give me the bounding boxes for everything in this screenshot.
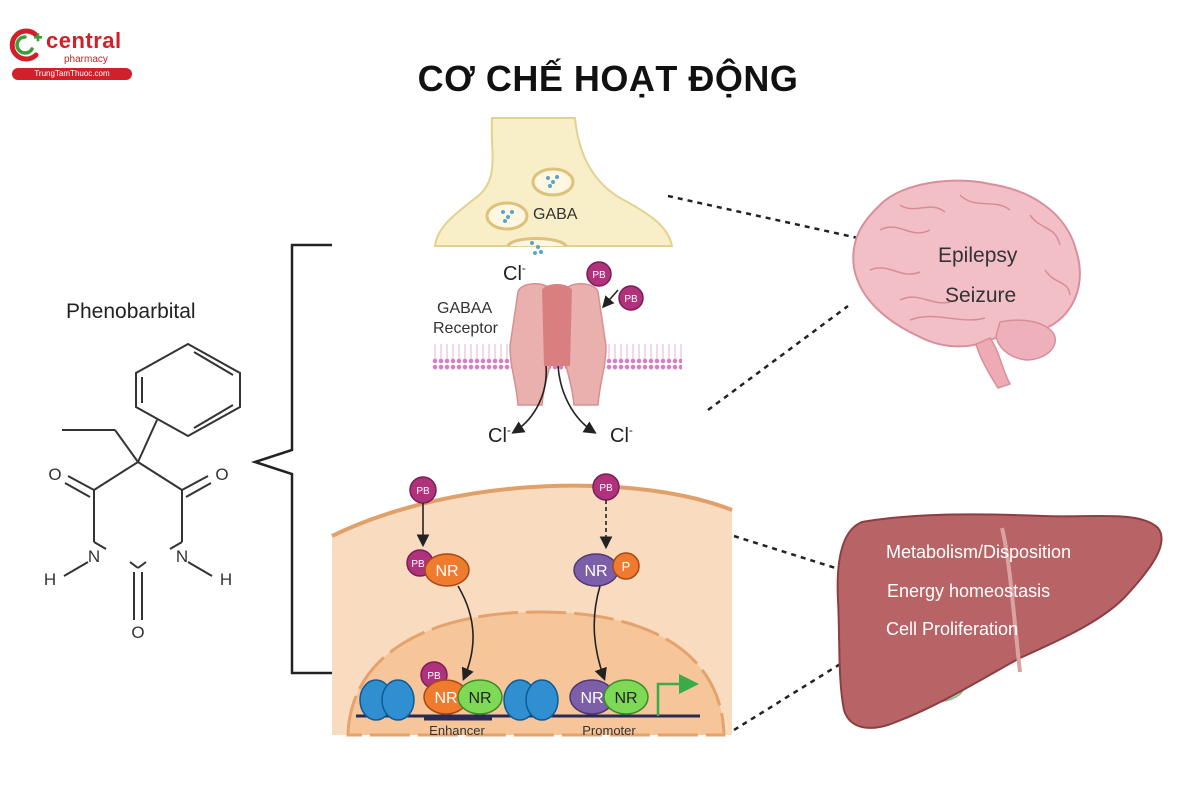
connector-liver-top [733, 534, 849, 574]
phenobarbital-structure [62, 342, 241, 620]
atom-labels: O O O N N H H [44, 465, 232, 642]
atom-o-left: O [48, 465, 61, 484]
logo-url-badge: TrungTamThuoc.com [12, 68, 132, 80]
svg-text:PB: PB [599, 483, 613, 494]
svg-text:PB: PB [411, 559, 425, 570]
logo-mark-icon [9, 28, 42, 62]
connector-brain-top [667, 194, 859, 240]
liver-label-proliferation: Cell Proliferation [886, 619, 1018, 639]
connector-brain-bottom [707, 304, 849, 412]
connector-liver-bottom [733, 656, 851, 732]
svg-text:NR: NR [468, 690, 491, 707]
presynaptic-terminal: GABA [433, 117, 674, 255]
svg-text:NR: NR [435, 563, 458, 580]
chloride-label-right: Cl- [610, 423, 633, 447]
liver-label-energy: Energy homeostasis [887, 581, 1050, 601]
atom-o-right: O [215, 465, 228, 484]
promoter-label: Promoter [582, 723, 636, 738]
enhancer-bound-complex: PB NR NR [420, 661, 503, 715]
drug-name-label: Phenobarbital [66, 300, 196, 323]
liver-illustration: Metabolism/Disposition Energy homeostasi… [836, 513, 1163, 729]
brain-label-seizure: Seizure [945, 284, 1016, 307]
page-title: CƠ CHẾ HOẠT ĐỘNG [417, 58, 799, 99]
pb-nr-complex: PB NR [406, 549, 470, 587]
atom-o-bottom: O [131, 623, 144, 642]
central-pharmacy-logo: central pharmacy TrungTamThuoc.com [6, 24, 136, 84]
pb-molecule-cell-1: PB [409, 476, 437, 504]
pb-molecule-receptor-1: PB [586, 261, 612, 287]
svg-text:PB: PB [416, 486, 430, 497]
translocation-arrow-left [457, 585, 474, 681]
enhancer-label: Enhancer [429, 723, 485, 738]
atom-h-left: H [44, 570, 56, 589]
chloride-label-left: Cl- [488, 423, 511, 447]
atom-n-right: N [176, 547, 188, 566]
svg-text:NR: NR [614, 690, 637, 707]
svg-text:PB: PB [624, 294, 638, 305]
liver-label-metabolism: Metabolism/Disposition [886, 542, 1071, 562]
svg-text:P: P [622, 559, 631, 574]
brain-illustration: Epilepsy Seizure [852, 179, 1081, 389]
nucleosomes-left [359, 679, 559, 721]
transcription-start-arrow [656, 674, 699, 716]
gabaa-receptor [509, 283, 607, 406]
chloride-influx-arrow-right [557, 365, 597, 434]
svg-text:NR: NR [580, 690, 603, 707]
svg-text:PB: PB [427, 671, 441, 682]
receptor-label-line2: Receptor [433, 320, 499, 337]
atom-n-left: N [88, 547, 100, 566]
gaba-label: GABA [533, 206, 578, 223]
nr-phosphorylated-complex: NR P [573, 552, 640, 587]
atom-h-right: H [220, 570, 232, 589]
pb-binding-arrow [602, 289, 619, 309]
svg-text:NR: NR [584, 563, 607, 580]
receptor-label-line1: GABAA [437, 300, 492, 317]
logo-wordmark: central [46, 28, 122, 53]
translocation-arrow-right [593, 585, 607, 682]
bracket [250, 243, 332, 675]
chloride-influx-arrow-left [511, 365, 547, 434]
chloride-label-top: Cl- [503, 261, 526, 285]
promoter-bound-complex: NR NR [569, 679, 649, 715]
brain-label-epilepsy: Epilepsy [938, 244, 1018, 267]
logo-subtitle: pharmacy [64, 54, 108, 65]
pb-molecule-cell-2: PB [592, 473, 620, 501]
svg-text:PB: PB [592, 270, 606, 281]
pb-molecule-receptor-2: PB [618, 285, 644, 311]
svg-text:NR: NR [434, 690, 457, 707]
